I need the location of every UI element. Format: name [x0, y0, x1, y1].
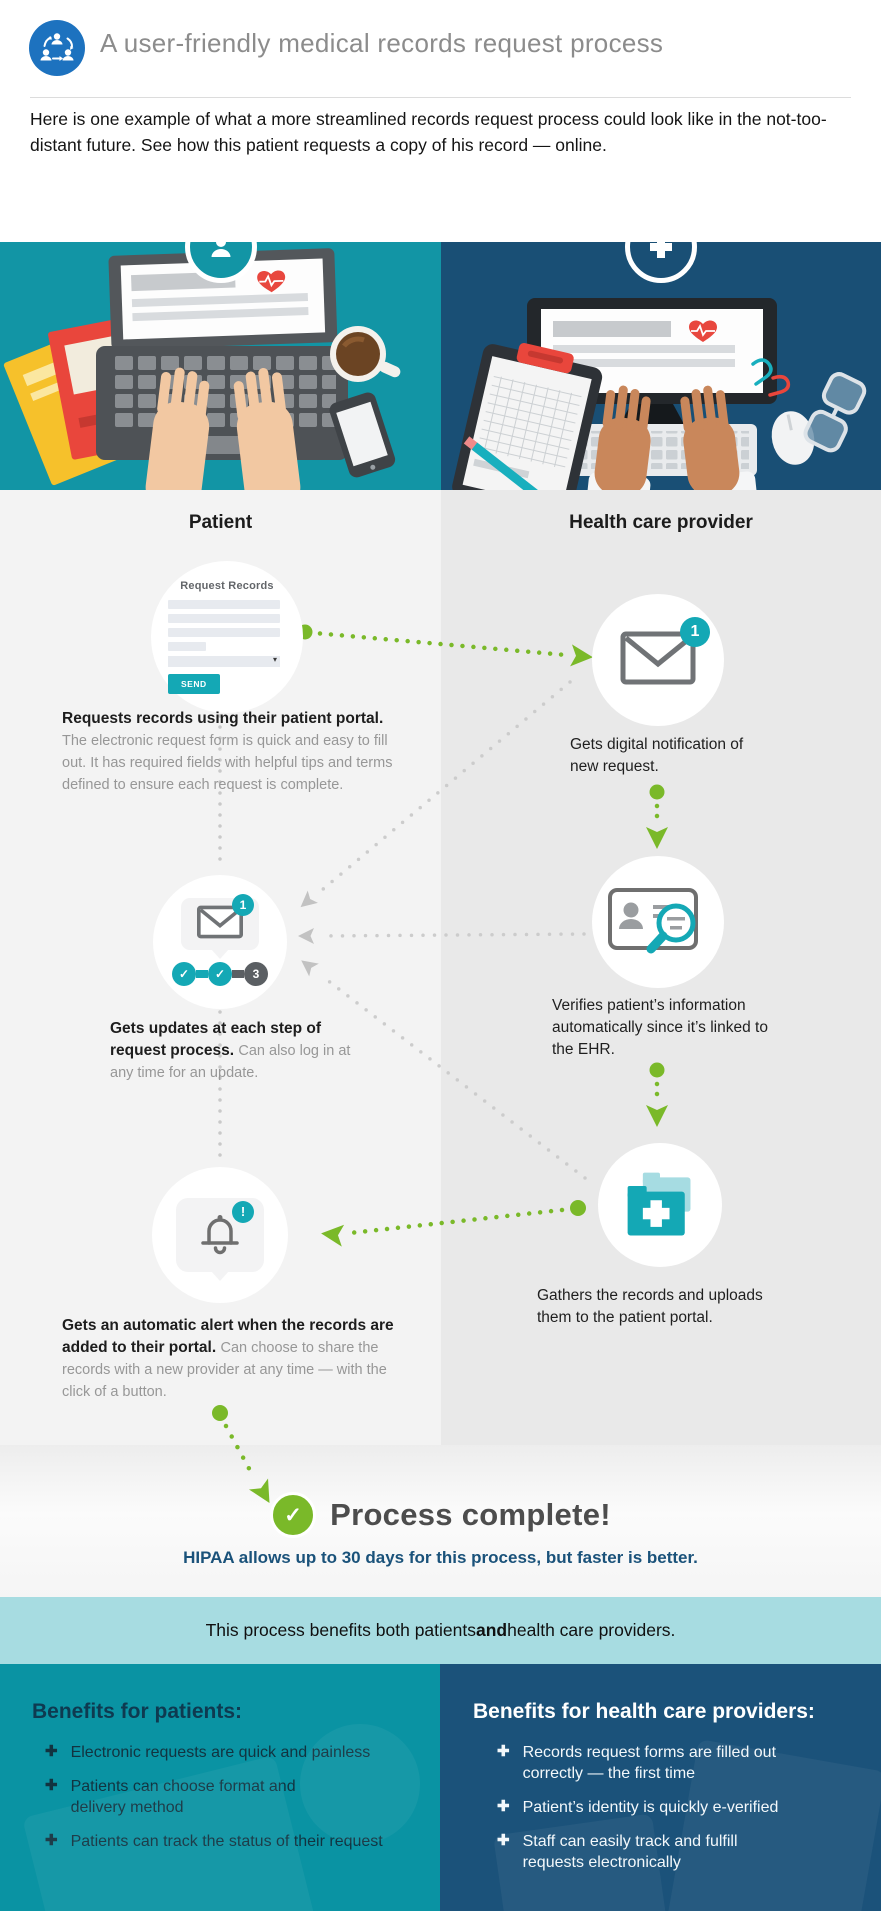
provider-benefits-panel: Benefits for health care providers: ✚ Re… — [440, 1664, 881, 1911]
process-flow: Patient Health care provider — [0, 490, 881, 1503]
list-item: ✚ Records request forms are filled out c… — [497, 1742, 837, 1784]
progress-step3: 3 — [244, 962, 268, 986]
benefit-text: Patients can choose format and delivery … — [70, 1778, 296, 1817]
progress-step1-check-icon: ✓ — [172, 962, 196, 986]
records-folder-icon — [627, 1172, 691, 1236]
patient-step2-lead: Gets updates at each step of request pro… — [110, 1020, 322, 1059]
plus-bullet-icon: ✚ — [45, 1777, 58, 1795]
alert-badge: ! — [232, 1200, 254, 1223]
patient-step1-text: Requests records using their patient por… — [62, 708, 394, 796]
plus-bullet-icon: ✚ — [497, 1832, 510, 1850]
list-item: ✚ Patients can track the status of their… — [45, 1831, 405, 1852]
intro-text: Here is one example of what a more strea… — [30, 109, 827, 156]
benefit-text: Staff can easily track and fulfill reque… — [522, 1833, 738, 1872]
chevron-down-icon: ▾ — [272, 655, 277, 664]
benefits-section: Benefits for patients: ✚ Electronic requ… — [0, 1664, 881, 1911]
check-circle-icon: ✓ — [270, 1492, 317, 1538]
header-divider — [30, 97, 851, 98]
list-item: ✚ Staff can easily track and fulfill req… — [497, 1831, 837, 1873]
ghost-art — [300, 1724, 420, 1844]
plus-bullet-icon: ✚ — [497, 1798, 510, 1816]
provider-step3-text: Gathers the records and uploads them to … — [537, 1287, 763, 1326]
progress-bar — [196, 970, 208, 978]
desk-scene — [0, 242, 881, 490]
plus-bullet-icon: ✚ — [45, 1743, 58, 1760]
provider-benefits-heading: Benefits for health care providers: — [473, 1700, 815, 1723]
id-verification-icon — [608, 888, 698, 954]
patient-step1-lead: Requests records using their patient por… — [62, 710, 384, 727]
patient-step1-circle: Request Records ▾ SEND — [151, 561, 303, 713]
plus-bullet-icon: ✚ — [45, 1832, 58, 1850]
people-cycle-glyph — [40, 33, 74, 61]
patient-step2-circle: 1 ✓ ✓ 3 — [153, 875, 287, 1009]
progress-step2-check-icon: ✓ — [208, 962, 232, 986]
form-field — [168, 614, 280, 623]
form-dropdown: ▾ — [168, 655, 280, 667]
plus-bullet-icon: ✚ — [497, 1743, 510, 1760]
notification-count-badge: 1 — [680, 616, 710, 647]
update-message-bubble: 1 — [181, 893, 259, 959]
patient-step3-lead: Gets an automatic alert when the records… — [62, 1317, 394, 1356]
alert-bell-icon: ! — [194, 1200, 254, 1264]
send-button[interactable]: SEND — [168, 674, 220, 694]
form-field — [168, 628, 280, 637]
provider-scene — [441, 242, 881, 490]
banner-and: and — [476, 1620, 508, 1640]
patient-benefits-heading: Benefits for patients: — [32, 1700, 243, 1723]
ghost-art — [664, 1739, 881, 1911]
alert-bubble: ! — [176, 1198, 264, 1281]
list-item: ✚ Electronic requests are quick and pain… — [45, 1742, 405, 1763]
patient-scene — [0, 242, 441, 490]
completion-section: ✓ Process complete! HIPAA allows up to 3… — [0, 1445, 881, 1597]
bubble-tail — [211, 949, 229, 959]
provider-benefits-list: ✚ Records request forms are filled out c… — [497, 1742, 837, 1874]
page-title: A user-friendly medical records request … — [100, 28, 664, 58]
update-count-badge: 1 — [232, 893, 254, 916]
provider-step1-text: Gets digital notification of new request… — [570, 736, 744, 775]
provider-desk-illustration — [452, 298, 867, 490]
bubble-tail — [211, 1271, 229, 1281]
progress-bar — [232, 970, 244, 978]
provider-step2-circle — [592, 856, 724, 988]
patient-benefits-panel: Benefits for patients: ✚ Electronic requ… — [0, 1664, 440, 1911]
benefit-text: Records request forms are filled out cor… — [522, 1744, 777, 1783]
provider-step2-text: Verifies patient’s information automatic… — [552, 997, 768, 1058]
banner-post: health care providers. — [507, 1620, 676, 1640]
form-field — [168, 642, 206, 651]
records-cycle-icon — [29, 20, 85, 76]
list-item: ✚ Patient’s identity is quickly e-verifi… — [497, 1797, 837, 1818]
list-item: ✚ Patients can choose format and deliver… — [45, 1776, 405, 1818]
benefit-text: Electronic requests are quick and painle… — [70, 1744, 371, 1761]
form-field — [168, 600, 280, 609]
patient-step2-text: Gets updates at each step of request pro… — [110, 1018, 354, 1084]
banner-pre: This process benefits both patients — [205, 1620, 476, 1640]
provider-step1-circle: 1 — [592, 594, 724, 726]
hipaa-note: HIPAA allows up to 30 days for this proc… — [183, 1548, 698, 1567]
patient-step3-circle: ! — [152, 1167, 288, 1303]
patient-desk-illustration — [3, 248, 401, 490]
patient-step1-detail: The electronic request form is quick and… — [62, 733, 393, 793]
patient-step3-text: Gets an automatic alert when the records… — [62, 1315, 396, 1403]
patient-column-label: Patient — [188, 512, 253, 533]
portal-form: Request Records ▾ SEND — [168, 580, 286, 694]
provider-column-label: Health care provider — [569, 512, 753, 533]
request-progress-tracker: ✓ ✓ 3 — [172, 962, 268, 986]
benefits-banner: This process benefits both patients and … — [0, 1597, 881, 1664]
completion-title: Process complete! — [330, 1497, 611, 1532]
provider-step3-circle — [598, 1143, 722, 1267]
patient-benefits-list: ✚ Electronic requests are quick and pain… — [45, 1742, 405, 1852]
patient-step3-detail: Can choose to share the records with a n… — [62, 1340, 387, 1400]
benefit-text: Patient’s identity is quickly e-verified — [522, 1799, 779, 1817]
notification-envelope-icon: 1 — [620, 616, 710, 690]
completion-row: ✓ Process complete! — [0, 1492, 881, 1538]
benefit-text: Patients can track the status of their r… — [70, 1833, 383, 1851]
update-envelope-icon: 1 — [197, 893, 254, 944]
portal-form-title: Request Records — [180, 580, 274, 592]
